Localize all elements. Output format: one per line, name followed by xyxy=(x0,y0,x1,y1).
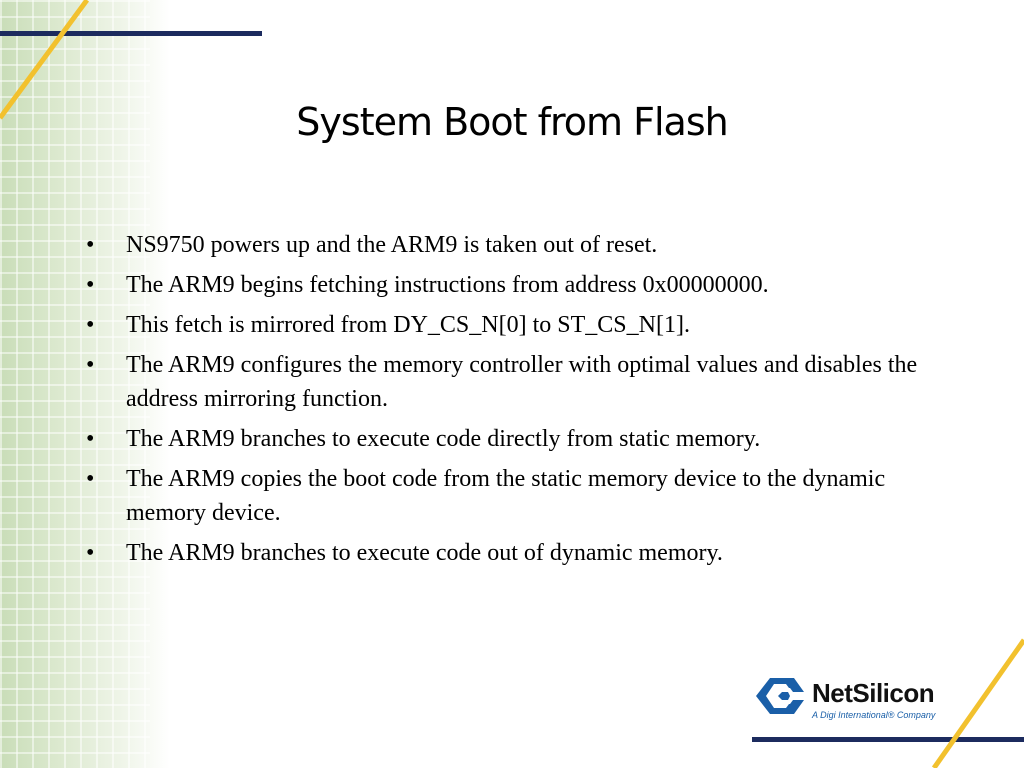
netsilicon-logo: NetSilicon A Digi International® Company xyxy=(752,670,962,726)
bottom-gold-diagonal xyxy=(931,638,1024,768)
logo-name: NetSilicon xyxy=(812,678,935,708)
slide-title: System Boot from Flash xyxy=(296,100,728,144)
bullet-item: The ARM9 begins fetching instructions fr… xyxy=(82,268,942,302)
bullet-item: The ARM9 copies the boot code from the s… xyxy=(82,462,942,530)
bullet-list: NS9750 powers up and the ARM9 is taken o… xyxy=(82,228,942,576)
top-navy-band xyxy=(0,31,262,36)
top-gold-diagonal xyxy=(0,0,90,120)
netsilicon-logo-icon xyxy=(756,678,804,714)
bottom-navy-band xyxy=(752,737,1024,742)
bullet-item: The ARM9 branches to execute code direct… xyxy=(82,422,942,456)
logo-tagline: A Digi International® Company xyxy=(812,710,936,720)
bullet-item: This fetch is mirrored from DY_CS_N[0] t… xyxy=(82,308,942,342)
bullet-item: The ARM9 branches to execute code out of… xyxy=(82,536,942,570)
bullet-item: The ARM9 configures the memory controlle… xyxy=(82,348,942,416)
bullet-item: NS9750 powers up and the ARM9 is taken o… xyxy=(82,228,942,262)
